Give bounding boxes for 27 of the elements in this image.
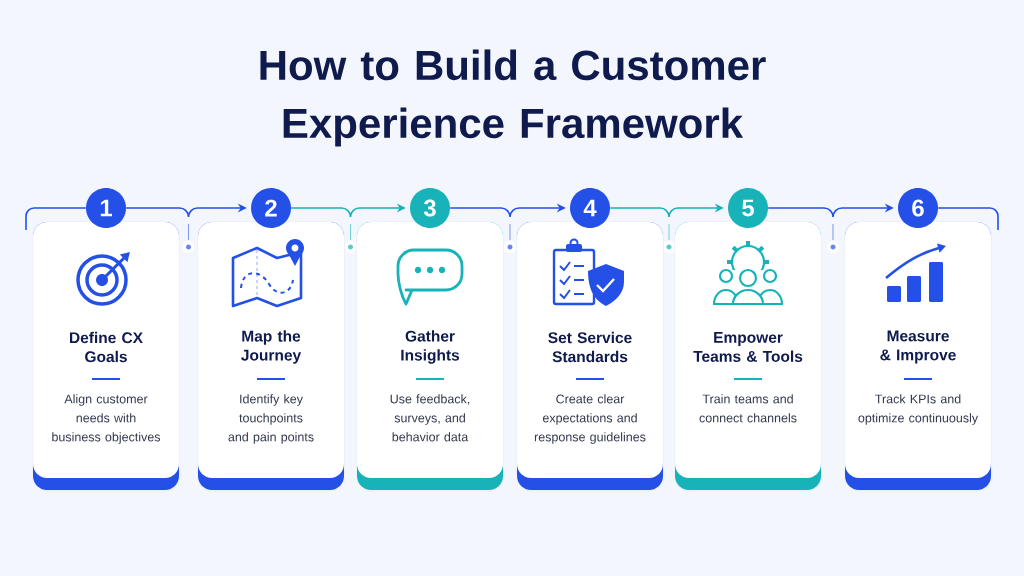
- step-heading: Set Service Standards: [548, 331, 632, 363]
- step-heading: Gather Insights: [401, 330, 460, 364]
- step-description: Create clear expectations and response guidelines: [534, 394, 646, 444]
- step-card: [197, 221, 345, 492]
- step-heading: Define CX Goals: [70, 331, 143, 363]
- step-number: 5: [728, 188, 768, 228]
- timeline-line: [937, 207, 999, 231]
- step-number: 6: [898, 188, 938, 228]
- step-heading: Measure & Improve: [880, 330, 956, 364]
- step-number: 1: [86, 188, 126, 228]
- step-description: Train teams and connect channels: [699, 394, 797, 423]
- step-description: Align customer needs with business objectives: [52, 394, 161, 444]
- step-number: 2: [251, 188, 291, 228]
- step-heading: Map the Journey: [241, 330, 302, 364]
- step-card: [844, 221, 992, 492]
- step-card: [356, 221, 504, 492]
- step-description: Identify key touchpoints and pain points: [228, 394, 314, 444]
- timeline-line: [25, 207, 87, 231]
- step-card: [674, 221, 822, 492]
- step-number: 4: [570, 188, 610, 228]
- step-number: 3: [410, 188, 450, 228]
- step-card: [516, 221, 664, 492]
- step-heading: Empower Teams & Tools: [693, 332, 803, 362]
- step-description: Use feedback, surveys, and behavior data: [390, 394, 470, 442]
- step-card: [32, 221, 180, 492]
- title: How to Build a Customer Experience Framework: [260, 49, 766, 147]
- step-description: Track KPIs and optimize continuously: [858, 394, 979, 425]
